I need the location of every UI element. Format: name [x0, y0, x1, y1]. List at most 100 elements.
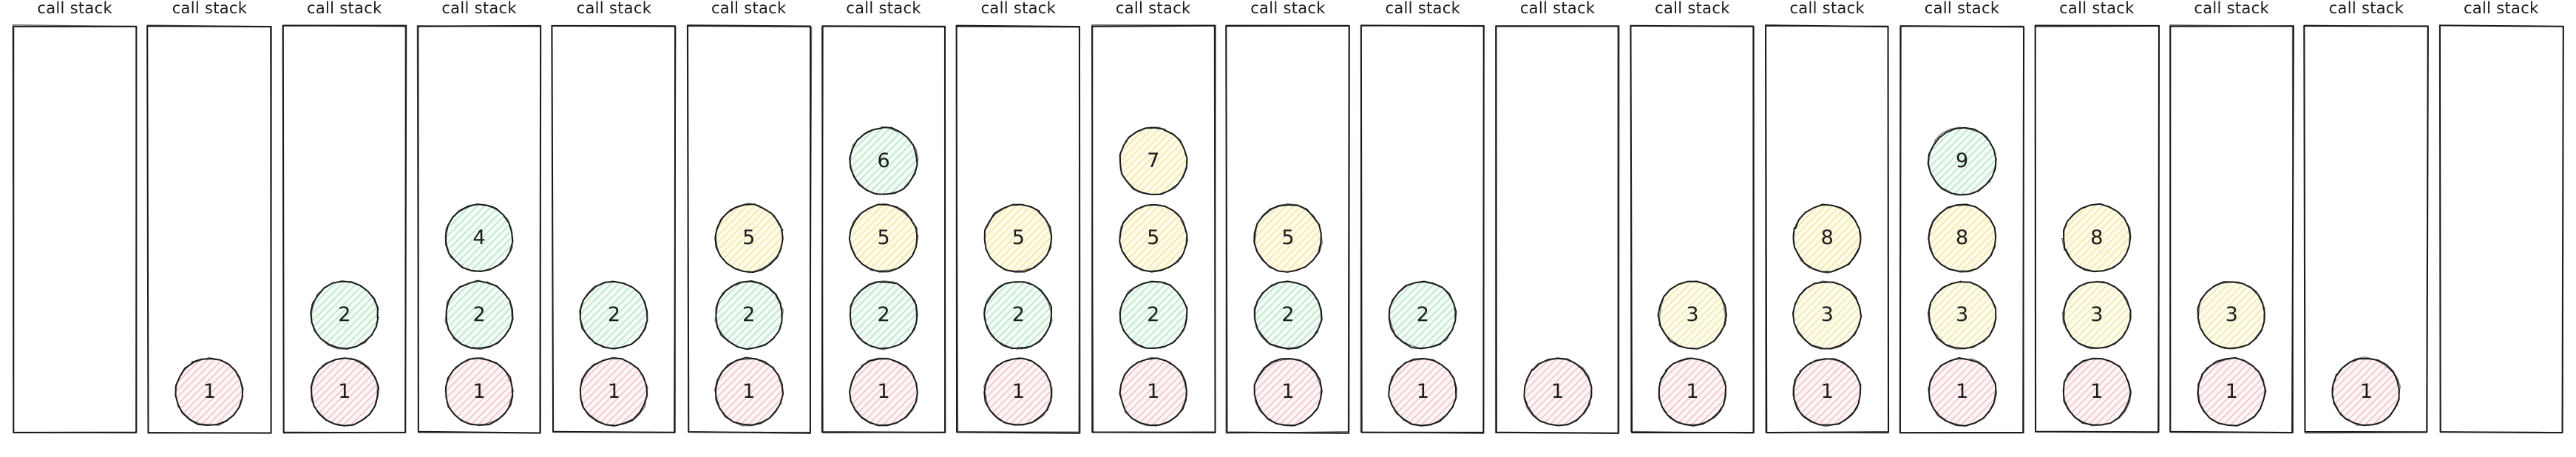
- stack-frame-circle[interactable]: 5: [983, 203, 1053, 273]
- stack-frame[interactable]: 1: [821, 353, 946, 430]
- stack-frame[interactable]: 2: [417, 277, 541, 353]
- stack-frame[interactable]: 1: [1226, 353, 1350, 430]
- stack-frame-circle[interactable]: 1: [714, 356, 784, 427]
- stack-frame-circle[interactable]: 4: [444, 203, 514, 273]
- stack-frame[interactable]: 1: [1899, 353, 2024, 430]
- stack-frame[interactable]: 5: [1091, 200, 1216, 277]
- stack-frame[interactable]: 1: [1360, 353, 1485, 430]
- stack-frame-circle[interactable]: 1: [174, 356, 244, 427]
- stack-frame-circle[interactable]: 1: [1253, 357, 1323, 427]
- stack-frame-circle[interactable]: 1: [579, 356, 649, 427]
- stack-frame-circle[interactable]: 5: [1253, 203, 1323, 273]
- stack-frame[interactable]: 1: [552, 353, 676, 430]
- stack-frame-circle[interactable]: 2: [310, 280, 379, 350]
- stack-frame[interactable]: 3: [1899, 277, 2024, 353]
- stack-frame[interactable]: 9: [1899, 123, 2024, 200]
- stack-frame-circle[interactable]: 1: [1523, 357, 1593, 427]
- stack-frame-circle[interactable]: 3: [2061, 280, 2132, 350]
- stack-frame[interactable]: 3: [2035, 277, 2159, 353]
- stack-frame[interactable]: 5: [821, 200, 946, 277]
- stack-frame[interactable]: 5: [956, 200, 1080, 277]
- stack-frame-circle[interactable]: 2: [983, 280, 1054, 350]
- stack-frame-circle[interactable]: 1: [1388, 357, 1458, 427]
- stack-frame-circle[interactable]: 1: [2331, 356, 2402, 427]
- stack-frame[interactable]: 5: [1226, 200, 1350, 277]
- stack-frame-circle[interactable]: 1: [1927, 357, 1997, 427]
- stack-frame-circle[interactable]: 2: [1253, 280, 1323, 350]
- stack-frame-circle[interactable]: 1: [444, 357, 515, 427]
- stack-frame-circle[interactable]: 3: [1927, 280, 1997, 350]
- stack-frame[interactable]: 1: [1765, 353, 1889, 430]
- stack-frame-circle[interactable]: 2: [579, 280, 648, 350]
- stack-frame[interactable]: 2: [282, 277, 407, 353]
- call-stack-column[interactable]: call stack: [2434, 0, 2569, 448]
- stack-frame[interactable]: 1: [1630, 353, 1755, 430]
- stack-frame-circle[interactable]: 2: [714, 280, 784, 351]
- stack-frame[interactable]: 3: [1765, 277, 1889, 353]
- stack-frame-circle[interactable]: 1: [310, 357, 379, 427]
- stack-frame-circle[interactable]: 3: [1792, 280, 1862, 350]
- stack-frame[interactable]: 1: [1091, 353, 1216, 430]
- stack-frame[interactable]: 2: [1360, 277, 1485, 353]
- call-stack-box[interactable]: [2438, 24, 2564, 434]
- stack-frame[interactable]: 2: [1226, 277, 1350, 353]
- stack-frame-circle[interactable]: 2: [1388, 280, 1457, 350]
- stack-frame[interactable]: 3: [1630, 277, 1755, 353]
- stack-frame[interactable]: 2: [1091, 277, 1216, 353]
- stack-frame[interactable]: 4: [417, 200, 541, 277]
- stack-frame-circle[interactable]: 1: [1119, 356, 1188, 427]
- stack-frame-circle[interactable]: 3: [2197, 280, 2266, 350]
- stack-frame[interactable]: 2: [821, 277, 946, 353]
- stack-frame[interactable]: 6: [821, 123, 946, 200]
- stack-frame[interactable]: 1: [687, 353, 811, 430]
- stack-frame[interactable]: 1: [417, 353, 541, 430]
- stack-frame-circle[interactable]: 1: [983, 357, 1053, 427]
- stack-frame[interactable]: 1: [2304, 353, 2428, 430]
- stack-frame-circle[interactable]: 2: [849, 280, 918, 351]
- stack-frame-circle[interactable]: 8: [2061, 203, 2132, 273]
- stack-frame-circle[interactable]: 5: [1118, 203, 1188, 273]
- stack-frame-circle[interactable]: 1: [1792, 357, 1862, 427]
- call-stack-column[interactable]: call stack: [7, 0, 142, 448]
- stack-frame[interactable]: 1: [2169, 353, 2294, 430]
- stack-frame-circle[interactable]: 1: [1658, 357, 1727, 427]
- stack-frame[interactable]: 3: [2169, 277, 2294, 353]
- stack-frame[interactable]: 8: [1899, 200, 2024, 277]
- call-stack-box[interactable]: [12, 24, 138, 434]
- stack-frame-circle[interactable]: 2: [444, 280, 514, 351]
- stack-frame-circle[interactable]: 5: [714, 203, 784, 274]
- call-stack-box[interactable]: 1: [1495, 25, 1620, 434]
- stack-frame[interactable]: 2: [956, 277, 1080, 353]
- stack-frame[interactable]: 5: [687, 200, 811, 277]
- stack-frame-circle[interactable]: 6: [849, 126, 919, 196]
- stack-frame[interactable]: 1: [2035, 353, 2159, 430]
- stack-frame[interactable]: 8: [2035, 200, 2159, 277]
- stack-frame[interactable]: 1: [282, 353, 407, 430]
- call-stack-box[interactable]: 1: [146, 24, 273, 434]
